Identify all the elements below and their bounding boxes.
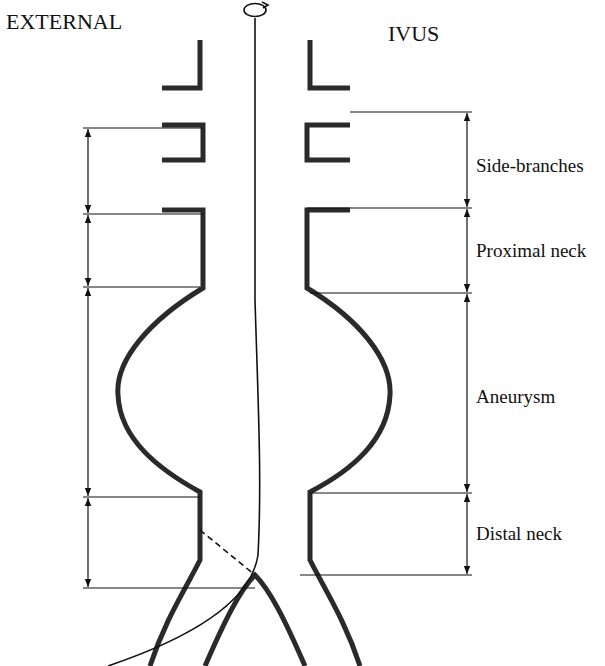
ivus-catheter [108,18,260,666]
segment-label: Side-branches [476,155,584,177]
dimension-arrow [466,294,467,492]
dimension-arrow [87,498,88,587]
extension-line [83,496,200,497]
left-side-branch [162,125,203,160]
dimension-arrow [466,113,467,207]
right-aortic-wall [307,210,390,666]
distal-reference-line [200,530,255,575]
extension-line [83,286,200,287]
right-side-branch [307,125,350,160]
ivus-dimensions [300,112,472,575]
external-dimensions [83,128,255,588]
left-aortic-wall [118,210,203,666]
dimension-arrow [87,288,88,496]
rotation-symbol [244,4,266,17]
extension-line [83,587,255,588]
vessel-wall [118,40,390,666]
left-wall-top [162,40,200,88]
extension-line [350,111,472,112]
dimension-arrow [466,209,467,292]
dimension-arrow [87,129,88,213]
dimension-arrow [87,215,88,286]
side-heading: IVUS [388,21,439,46]
segment-label: Aneurysm [476,386,555,408]
segment-label: Distal neck [476,523,562,545]
right-wall-top [310,40,350,88]
bifurcation-wall [205,575,305,666]
extension-line [307,207,472,208]
extension-line [300,574,472,575]
rotation-arrow [262,2,268,8]
dimension-arrow [466,494,467,574]
extension-line [83,213,203,214]
extension-line [83,127,203,128]
side-heading: EXTERNAL [6,9,122,34]
extension-line [310,292,472,293]
segment-label: Proximal neck [476,240,586,262]
extension-line [310,492,472,493]
